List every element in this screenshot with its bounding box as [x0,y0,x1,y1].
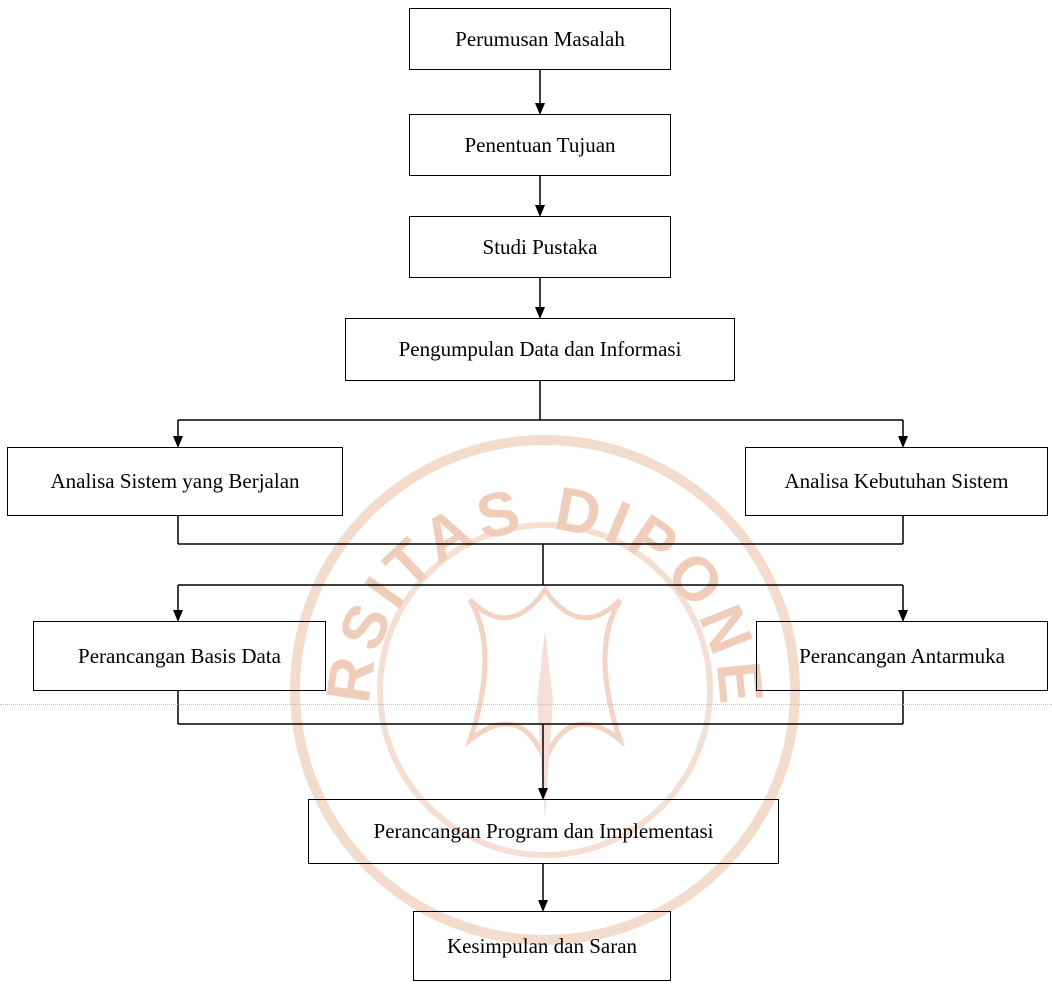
step-studi-pustaka: Studi Pustaka [409,216,671,278]
step-perumusan-masalah: Perumusan Masalah [409,8,671,70]
step-label: Penentuan Tujuan [464,132,616,157]
seal-emblem-left [464,585,626,767]
scan-dotted-line [0,704,1052,705]
step-label: Kesimpulan dan Saran [446,933,638,958]
seal-keris [537,630,553,820]
step-label: Pengumpulan Data dan Informasi [398,337,682,361]
step-penentuan-tujuan: Penentuan Tujuan [409,114,671,176]
step-label: Perancangan Antarmuka [799,643,1005,668]
step-analisa-kebutuhan-sistem: Analisa Kebutuhan Sistem [745,447,1048,516]
seal-inner-ring [377,522,713,858]
step-label: Studi Pustaka [482,234,598,259]
step-label: Perumusan Masalah [455,26,625,51]
step-perancangan-program: Perancangan Program dan Implementasi [308,799,779,864]
step-label: Analisa Sistem yang Berjalan [50,469,300,493]
step-pengumpulan-data: Pengumpulan Data dan Informasi [345,318,735,381]
step-kesimpulan-saran: Kesimpulan dan Saran [413,911,671,981]
step-perancangan-antarmuka: Perancangan Antarmuka [756,621,1048,691]
step-label: Perancangan Program dan Implementasi [373,819,714,843]
step-label: Perancangan Basis Data [78,643,281,668]
step-analisa-sistem-berjalan: Analisa Sistem yang Berjalan [7,447,343,516]
step-label: Analisa Kebutuhan Sistem [784,469,1009,493]
step-perancangan-basis-data: Perancangan Basis Data [33,621,326,691]
